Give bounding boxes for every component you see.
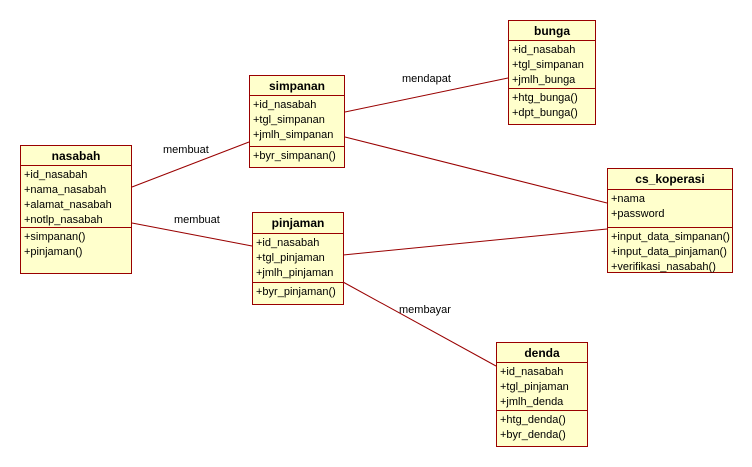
class-attribute: +alamat_nasabah: [24, 199, 112, 211]
class-pinjaman[interactable]: pinjaman +id_nasabah +tgl_pinjaman +jmlh_pi…: [252, 212, 344, 305]
class-method: +pinjaman(): [24, 246, 83, 258]
class-methods-simpanan: +byr_simpanan(): [250, 147, 344, 164]
class-method: +verifikasi_nasabah(): [611, 261, 716, 273]
class-attribute: +nama_nasabah: [24, 184, 107, 196]
connection-pinjaman-denda[interactable]: [342, 281, 497, 367]
class-attribute: +nama: [611, 193, 645, 205]
connection-nasabah-pinjaman[interactable]: [131, 222, 253, 247]
class-title-bunga: bunga: [509, 21, 595, 41]
class-title-nasabah: nasabah: [21, 146, 131, 166]
class-methods-denda: +htg_denda() +byr_denda(): [497, 411, 587, 443]
class-title-cs_koperasi: cs_koperasi: [608, 169, 732, 190]
class-attribute: +id_nasabah: [24, 169, 88, 181]
connection-simpanan-cs_koperasi[interactable]: [344, 136, 608, 204]
class-attributes-nasabah: +id_nasabah +nama_nasabah +alamat_nasabah +…: [21, 166, 131, 228]
class-attribute: +jmlh_bunga: [512, 74, 576, 86]
class-attribute: +notlp_nasabah: [24, 214, 103, 226]
class-attributes-bunga: +id_nasabah +tgl_simpanan +jmlh_bunga: [509, 41, 595, 89]
class-attribute: +tgl_pinjaman: [256, 252, 325, 264]
class-attribute: +tgl_pinjaman: [500, 381, 569, 393]
class-method: +htg_denda(): [500, 414, 566, 426]
class-attribute: +tgl_simpanan: [512, 59, 584, 71]
class-attribute: +jmlh_denda: [500, 396, 564, 408]
class-attribute: +jmlh_simpanan: [253, 129, 334, 141]
connection-pinjaman-cs_koperasi[interactable]: [342, 228, 608, 256]
class-methods-pinjaman: +byr_pinjaman(): [253, 283, 343, 300]
class-attribute: +tgl_simpanan: [253, 114, 325, 126]
connection-simpanan-bunga[interactable]: [344, 77, 509, 113]
class-bunga[interactable]: bunga +id_nasabah +tgl_simpanan +jmlh_bunga…: [508, 20, 596, 125]
class-method: +dpt_bunga(): [512, 107, 578, 119]
class-methods-bunga: +htg_bunga() +dpt_bunga(): [509, 89, 595, 121]
class-nasabah[interactable]: nasabah +id_nasabah +nama_nasabah +alamat_n…: [20, 145, 132, 274]
class-method: +input_data_pinjaman(): [611, 246, 727, 258]
class-attributes-cs_koperasi: +nama +password: [608, 190, 732, 228]
connection-label-membayar: membayar: [399, 304, 451, 316]
class-method: +simpanan(): [24, 231, 86, 243]
class-methods-cs_koperasi: +input_data_simpanan() +input_data_pinjam…: [608, 228, 732, 275]
class-denda[interactable]: denda +id_nasabah +tgl_pinjaman +jmlh_denda…: [496, 342, 588, 447]
class-method: +byr_simpanan(): [253, 150, 336, 162]
class-method: +byr_pinjaman(): [256, 286, 336, 298]
class-attributes-pinjaman: +id_nasabah +tgl_pinjaman +jmlh_pinjaman: [253, 234, 343, 283]
class-attribute: +id_nasabah: [256, 237, 320, 249]
class-method: +htg_bunga(): [512, 92, 578, 104]
class-attribute: +id_nasabah: [512, 44, 576, 56]
class-attribute: +id_nasabah: [500, 366, 564, 378]
class-attributes-simpanan: +id_nasabah +tgl_simpanan +jmlh_simpanan: [250, 96, 344, 147]
class-attributes-denda: +id_nasabah +tgl_pinjaman +jmlh_denda: [497, 363, 587, 411]
class-method: +byr_denda(): [500, 429, 566, 441]
class-attribute: +id_nasabah: [253, 99, 317, 111]
class-title-simpanan: simpanan: [250, 76, 344, 96]
class-simpanan[interactable]: simpanan +id_nasabah +tgl_simpanan +jmlh_si…: [249, 75, 345, 168]
class-title-denda: denda: [497, 343, 587, 363]
connection-label-membuat: membuat: [174, 214, 220, 226]
class-method: +input_data_simpanan(): [611, 231, 730, 243]
class-attribute: +password: [611, 208, 665, 220]
class-attribute: +jmlh_pinjaman: [256, 267, 334, 279]
connection-label-membuat: membuat: [163, 144, 209, 156]
class-title-pinjaman: pinjaman: [253, 213, 343, 234]
connection-nasabah-simpanan[interactable]: [131, 141, 250, 188]
connection-label-mendapat: mendapat: [402, 73, 451, 85]
class-cs_koperasi[interactable]: cs_koperasi +nama +password +input_data_sim…: [607, 168, 733, 273]
class-methods-nasabah: +simpanan() +pinjaman(): [21, 228, 131, 260]
